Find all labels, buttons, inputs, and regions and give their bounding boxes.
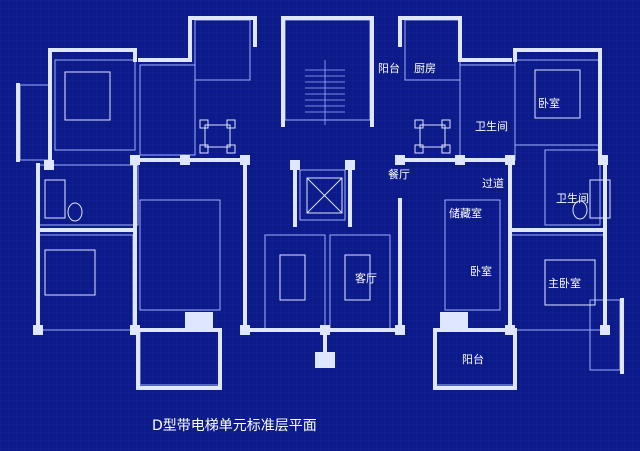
interior-lines xyxy=(19,19,621,386)
label-balcony-bottom: 阳台 xyxy=(462,352,484,366)
stairwell xyxy=(305,60,345,125)
label-balcony-top: 阳台 xyxy=(378,61,400,75)
label-living: 客厅 xyxy=(355,271,377,285)
label-bathroom-right-a: 卫生间 xyxy=(475,119,508,133)
label-storage: 储藏室 xyxy=(449,206,482,220)
label-corridor: 过道 xyxy=(482,176,504,190)
label-bedroom-right-mid: 卧室 xyxy=(470,264,492,278)
columns xyxy=(33,155,610,368)
label-dining: 餐厅 xyxy=(388,167,410,181)
elevator xyxy=(306,177,343,214)
room-labels: 阳台 厨房 卧室 卫生间 餐厅 过道 卫生间 储藏室 客厅 卧室 主卧室 阳台 xyxy=(355,61,589,366)
label-master-bedroom: 主卧室 xyxy=(548,276,581,290)
furniture xyxy=(44,69,611,306)
label-bathroom-right-b: 卫生间 xyxy=(556,191,589,205)
plan-caption: D型带电梯单元标准层平面 xyxy=(152,418,317,434)
label-bedroom-right-top: 卧室 xyxy=(538,96,560,110)
label-kitchen: 厨房 xyxy=(414,62,436,75)
